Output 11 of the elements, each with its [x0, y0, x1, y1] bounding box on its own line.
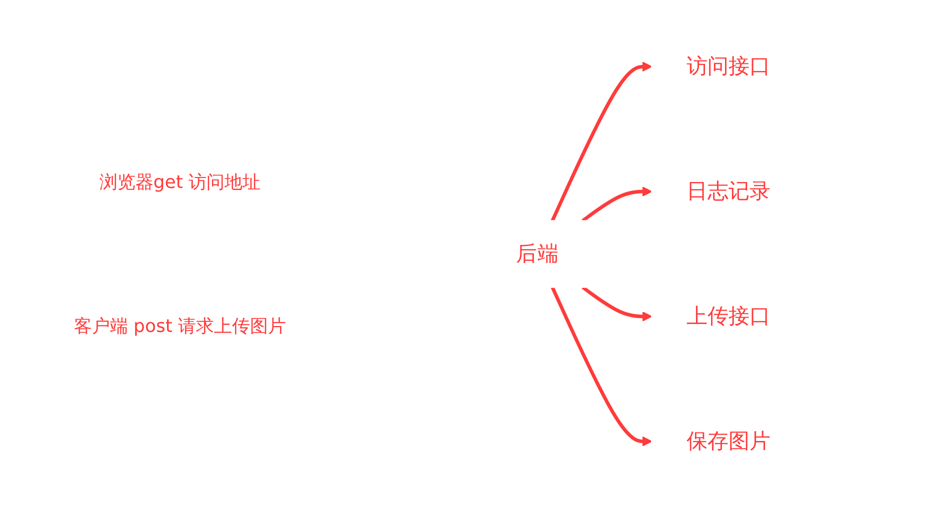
node-text: 访问接口	[686, 54, 771, 78]
note-text: 浏览器get 访问地址	[99, 170, 261, 194]
note-text: 客户端 post 请求上传图片	[74, 314, 286, 338]
arrow	[582, 186, 652, 222]
arrow	[550, 286, 652, 446]
node-text: 保存图片	[686, 428, 771, 454]
node-text: 后端	[516, 241, 558, 266]
arrow	[550, 60, 652, 221]
arrow	[582, 285, 652, 322]
node-text: 日志记录	[686, 178, 771, 204]
node-text: 上传接口	[686, 304, 771, 328]
